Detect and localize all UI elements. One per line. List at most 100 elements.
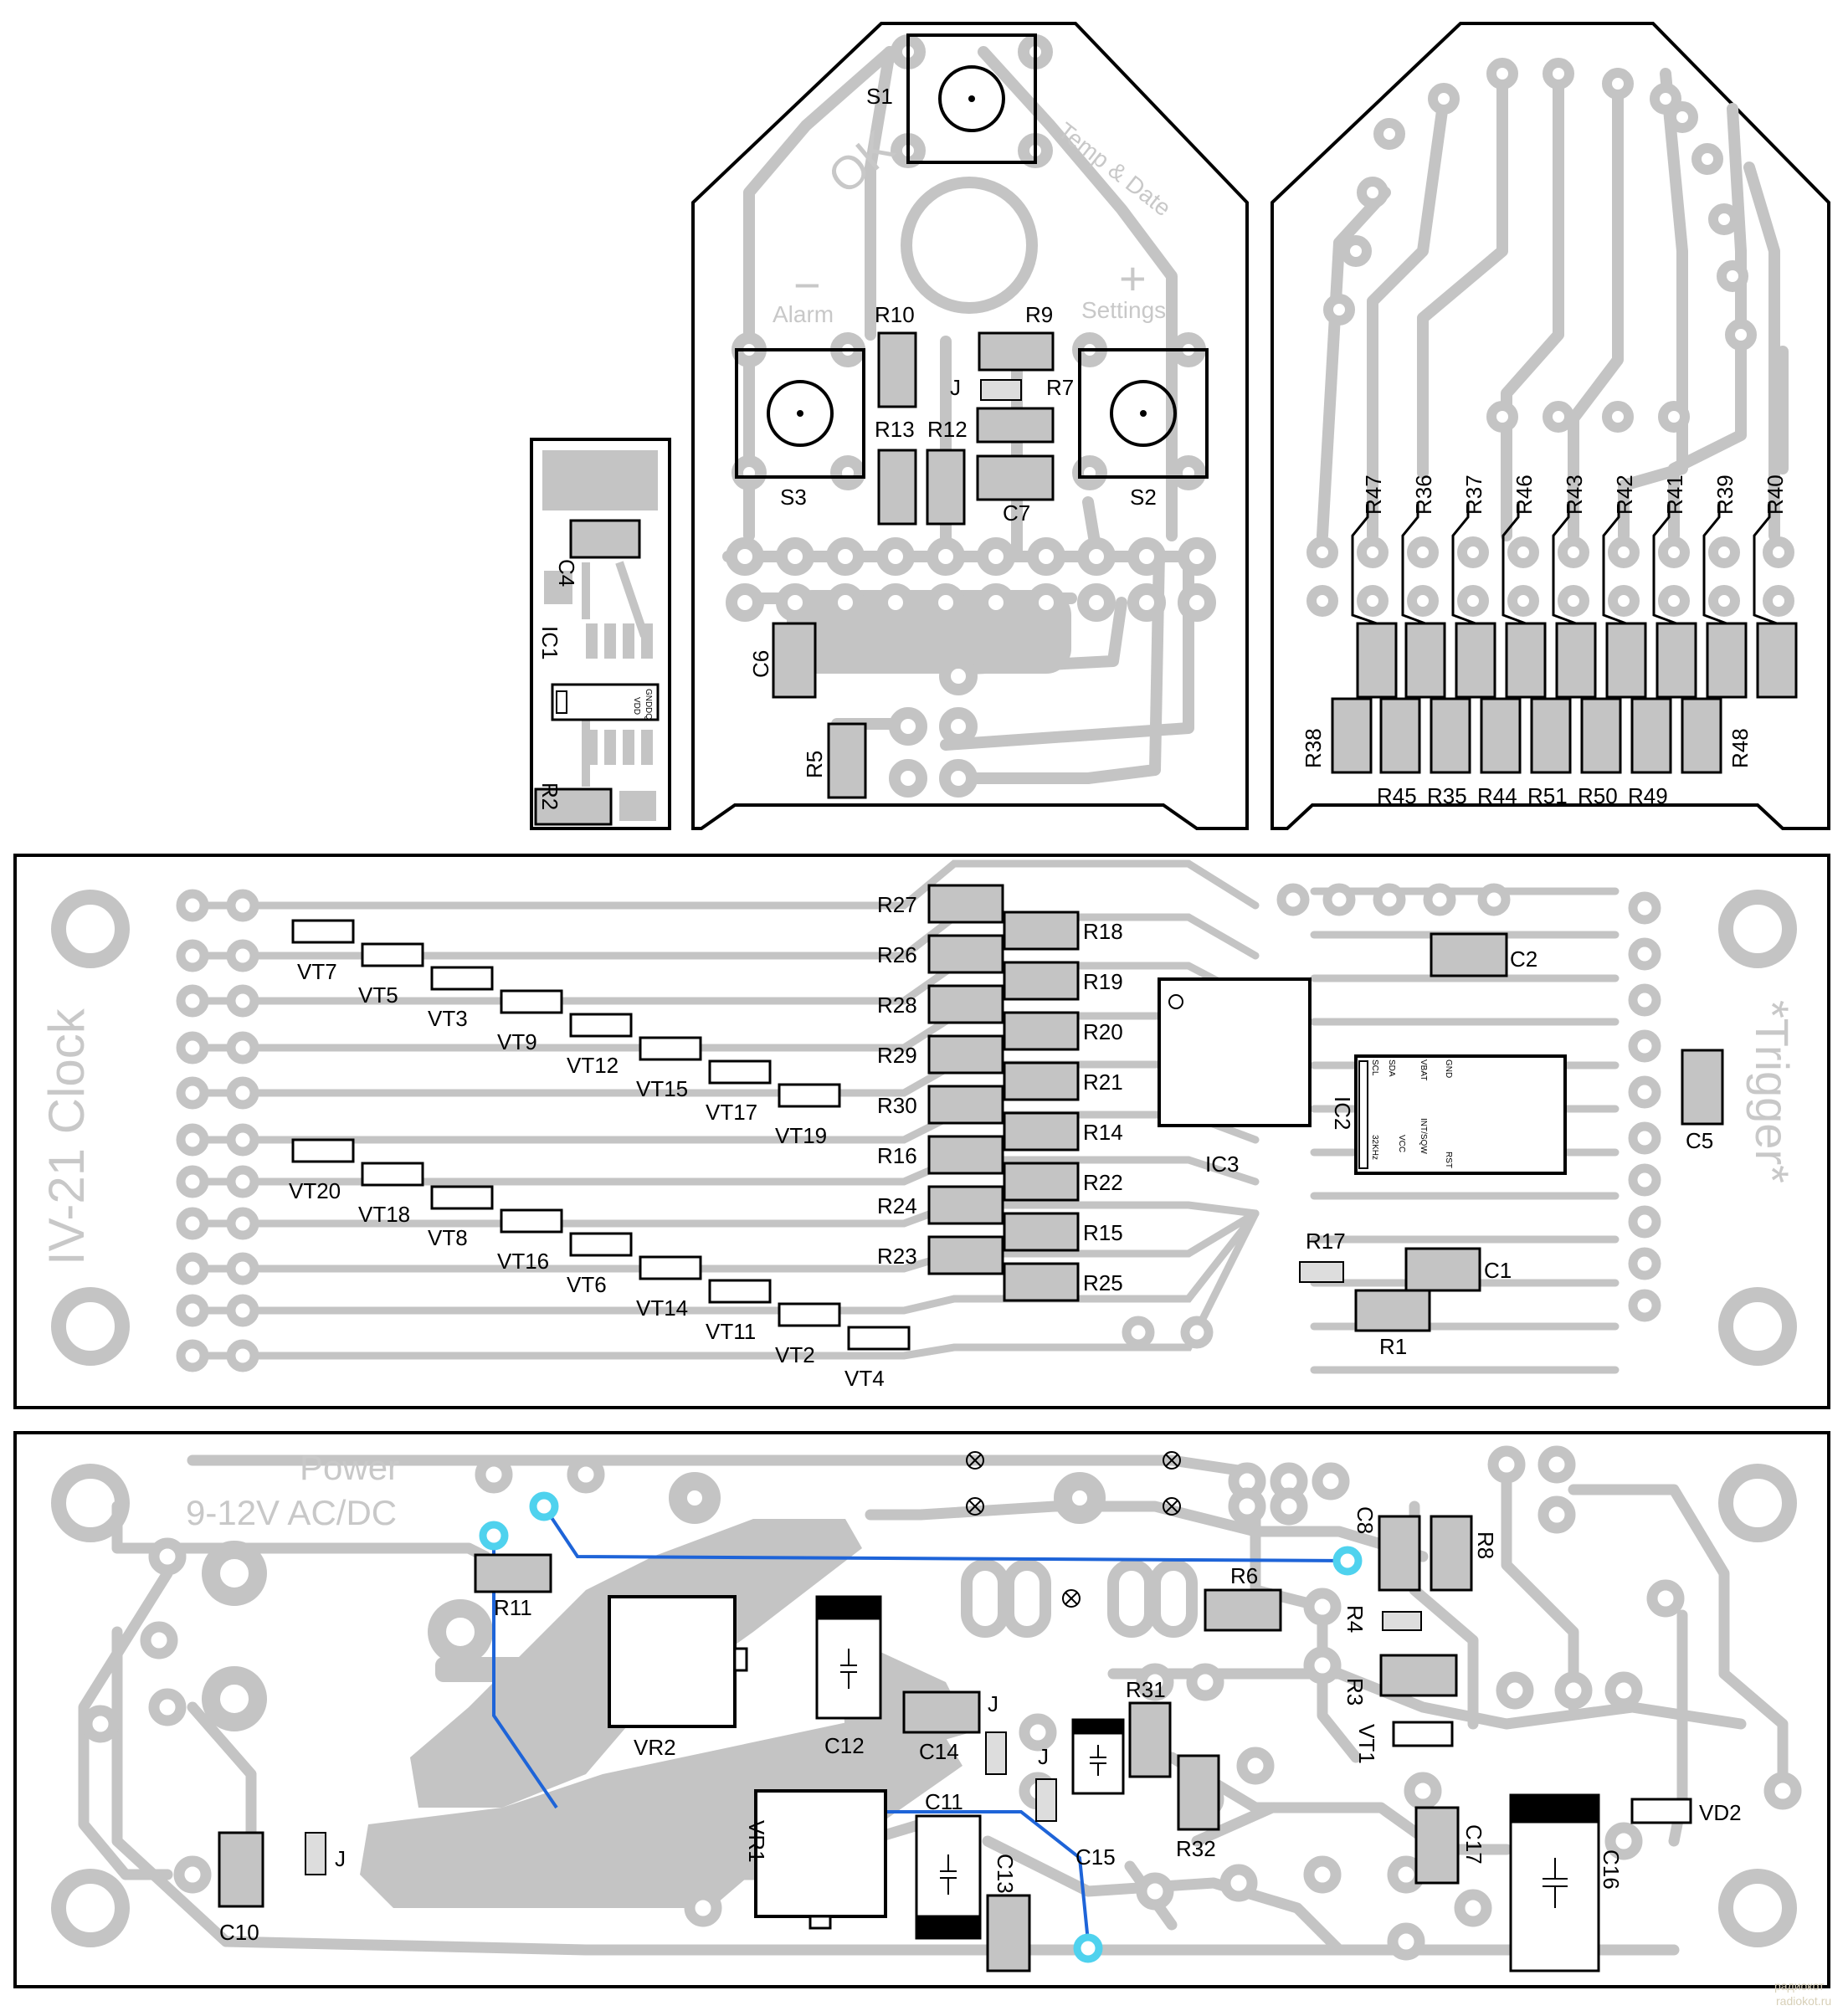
ic2-pin-rst: RST xyxy=(1444,1152,1453,1168)
ic2-pin-sda: SDA xyxy=(1387,1059,1396,1077)
transistor xyxy=(708,1279,772,1304)
header-pad xyxy=(226,889,259,922)
r40-label: R40 xyxy=(1763,475,1788,515)
bottom-pad xyxy=(1122,1316,1155,1349)
minus-silk-text: − xyxy=(793,259,821,311)
header-pad xyxy=(176,984,209,1018)
header-pad xyxy=(226,1207,259,1240)
r31-label: R31 xyxy=(1126,1677,1166,1702)
header-pad xyxy=(226,1252,259,1285)
rtc-pad xyxy=(1628,937,1661,971)
r3-label: R3 xyxy=(1342,1678,1368,1706)
r42-label: R42 xyxy=(1612,475,1637,515)
resistor xyxy=(927,1235,1004,1275)
resistor-label: R19 xyxy=(1083,969,1123,994)
power-title: Power xyxy=(300,1448,399,1487)
j-label-b: J xyxy=(1038,1744,1049,1769)
header-pad xyxy=(176,1339,209,1372)
ic2-pin-vbat: VBAT xyxy=(1419,1059,1428,1080)
transistor-label: VT5 xyxy=(358,982,398,1008)
transistor-label: VT15 xyxy=(636,1076,688,1101)
vr1-label: VR1 xyxy=(744,1820,769,1863)
r49-label: R49 xyxy=(1628,783,1668,808)
resistor xyxy=(927,884,1004,924)
c1-label: C1 xyxy=(1484,1258,1512,1283)
resistor xyxy=(927,934,1004,974)
resistor xyxy=(1003,1111,1080,1152)
trigger-silk-text: *Trigger* xyxy=(1746,1000,1799,1183)
c5-label: C5 xyxy=(1686,1128,1713,1153)
header-pad xyxy=(176,1252,209,1285)
transistor-label: VT3 xyxy=(428,1006,468,1031)
transistor-label: VT18 xyxy=(358,1202,410,1227)
transistor-label: VT6 xyxy=(567,1272,607,1297)
rtc-pad xyxy=(1628,1075,1661,1109)
transistor-label: VT19 xyxy=(775,1123,827,1148)
vt1-label: VT1 xyxy=(1354,1724,1379,1764)
r12-label: R12 xyxy=(927,417,968,442)
header-pad xyxy=(176,1294,209,1327)
r13-label: R13 xyxy=(875,417,915,442)
transistor xyxy=(708,1059,772,1085)
transistor xyxy=(361,942,424,967)
header-pad xyxy=(176,939,209,972)
resistor-label: R21 xyxy=(1083,1070,1123,1095)
c11-label: C11 xyxy=(925,1789,963,1814)
rtc-pad xyxy=(1628,1205,1661,1239)
transistor-label: VT11 xyxy=(706,1319,756,1344)
watermark-url: radiokot.ru xyxy=(1776,1994,1831,2008)
vr2-label: VR2 xyxy=(634,1735,676,1760)
transistor xyxy=(500,989,563,1014)
resistor xyxy=(927,1135,1004,1175)
header-pad xyxy=(176,1165,209,1198)
transistor-label: VT16 xyxy=(497,1249,549,1274)
r38-label: R38 xyxy=(1301,728,1326,768)
rtc-pad xyxy=(1628,983,1661,1017)
resistor xyxy=(1003,1011,1080,1051)
resistor-label: R23 xyxy=(877,1244,917,1269)
r46-label: R46 xyxy=(1512,475,1537,515)
s2-label: S2 xyxy=(1130,485,1157,510)
ic1-pin-vdd: VDD xyxy=(632,697,641,715)
transistor xyxy=(500,1208,563,1234)
ic3-label: IC3 xyxy=(1205,1152,1239,1177)
resistor xyxy=(1003,911,1080,951)
transistor-label: VT14 xyxy=(636,1295,688,1321)
c17-label: C17 xyxy=(1461,1824,1486,1865)
rtc-pad xyxy=(1628,1289,1661,1322)
transistor-label: VT2 xyxy=(775,1342,815,1367)
ok-silk-text: OK xyxy=(818,121,903,204)
r45-label: R45 xyxy=(1377,783,1417,808)
r17-label: R17 xyxy=(1306,1229,1346,1254)
c7-label: C7 xyxy=(1003,500,1030,526)
rtc-pad xyxy=(1628,1247,1661,1280)
r44-label: R44 xyxy=(1477,783,1517,808)
r36-label: R36 xyxy=(1411,475,1436,515)
ic2-label: IC2 xyxy=(1330,1096,1355,1130)
ic1-label: IC1 xyxy=(537,626,562,659)
r48-label: R48 xyxy=(1727,728,1753,768)
resistor-label: R25 xyxy=(1083,1270,1123,1295)
resistor-label: R28 xyxy=(877,993,917,1018)
r11-label: R11 xyxy=(494,1595,532,1620)
resistor xyxy=(1003,1212,1080,1252)
resistor-label: R26 xyxy=(877,942,917,967)
sensor-board: C4 IC1 R2 GND DQ VDD xyxy=(530,438,671,830)
transistor-label: VT7 xyxy=(297,959,337,984)
top-pad xyxy=(1373,883,1406,916)
j-label-a: J xyxy=(988,1691,998,1716)
r51-label: R51 xyxy=(1527,783,1568,808)
r50-label: R50 xyxy=(1578,783,1618,808)
transistor xyxy=(569,1232,633,1257)
top-pad xyxy=(1423,883,1456,916)
header-pad xyxy=(226,984,259,1018)
header-pad xyxy=(226,1031,259,1064)
power-subtitle: 9-12V AC/DC xyxy=(186,1493,397,1532)
c10-label: C10 xyxy=(219,1920,259,1945)
c16-label: C16 xyxy=(1599,1849,1624,1890)
settings-silk-text: Settings xyxy=(1081,297,1166,323)
transistor xyxy=(430,1185,494,1210)
plus-silk-text: + xyxy=(1119,252,1147,305)
resistor xyxy=(1003,1262,1080,1302)
